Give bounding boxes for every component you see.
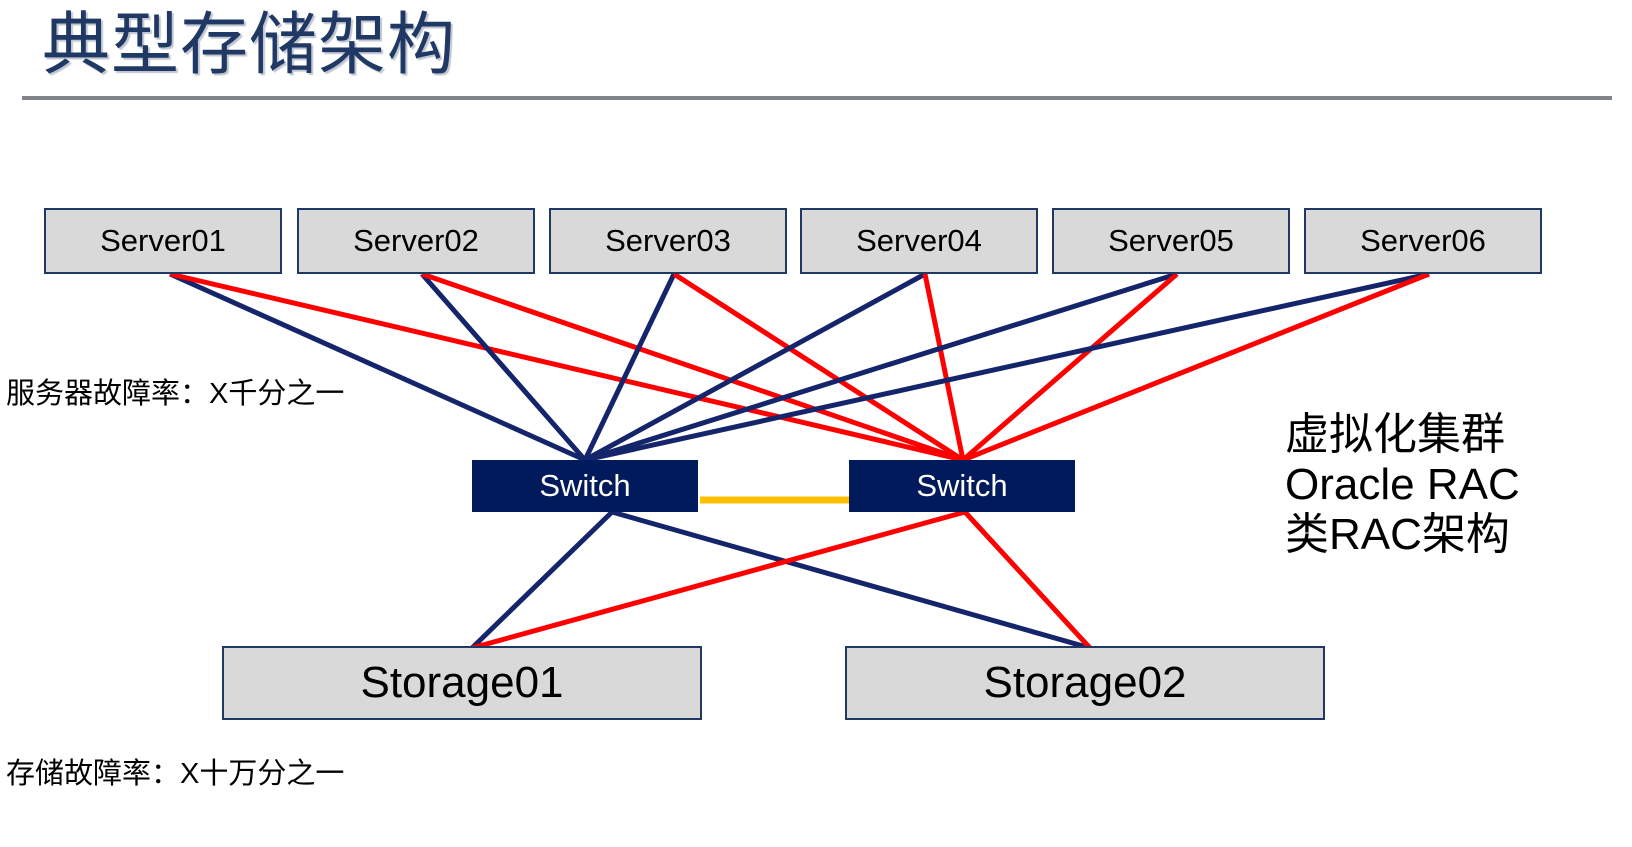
server-node-label: Server03 <box>605 223 731 258</box>
server-failure-rate-note: 服务器故障率：X千分之一 <box>6 378 345 410</box>
server-switch-link-6 <box>672 271 965 463</box>
server-node-label: Server01 <box>100 223 226 258</box>
server-node-6[interactable]: Server06 <box>1304 208 1542 274</box>
server-node-3[interactable]: Server03 <box>549 208 787 274</box>
server-node-1[interactable]: Server01 <box>44 208 282 274</box>
switch-storage-link-4 <box>963 510 1092 650</box>
server-switch-link-7 <box>583 271 927 463</box>
server-switch-link-3 <box>420 272 587 462</box>
storage-node-1[interactable]: Storage01 <box>222 646 702 720</box>
cluster-note-line-3: 类RAC架构 <box>1285 510 1510 559</box>
switch-storage-link-1 <box>470 510 614 650</box>
cluster-note-line-1: 虚拟化集群 <box>1285 410 1505 459</box>
server-node-label: Server04 <box>856 223 982 258</box>
switch-node-2[interactable]: Switch <box>849 460 1075 512</box>
switch-node-label: Switch <box>916 468 1008 503</box>
server-node-2[interactable]: Server02 <box>297 208 535 274</box>
server-node-4[interactable]: Server04 <box>800 208 1038 274</box>
server-switch-link-10 <box>961 272 1179 462</box>
storage-node-label: Storage01 <box>360 658 564 707</box>
server-node-label: Server02 <box>353 223 479 258</box>
server-switch-link-1 <box>168 271 587 463</box>
server-switch-link-8 <box>922 273 966 461</box>
storage-failure-rate-note: 存储故障率：X十万分之一 <box>6 758 345 790</box>
cluster-note-line-2: Oracle RAC <box>1285 460 1520 509</box>
server-switch-link-2 <box>169 271 964 463</box>
switch-node-label: Switch <box>539 468 631 503</box>
server-node-5[interactable]: Server05 <box>1052 208 1290 274</box>
server-switch-link-4 <box>421 271 964 463</box>
switch-storage-link-3 <box>471 509 966 651</box>
server-switch-link-5 <box>582 272 677 462</box>
page-title: 典型存储架构 <box>42 7 457 83</box>
storage-node-2[interactable]: Storage02 <box>845 646 1325 720</box>
server-node-label: Server06 <box>1360 223 1486 258</box>
server-switch-link-9 <box>584 271 1178 463</box>
title-divider <box>22 96 1612 100</box>
server-node-label: Server05 <box>1108 223 1234 258</box>
storage-node-label: Storage02 <box>983 658 1187 707</box>
server-switch-link-12 <box>962 271 1430 463</box>
switch-node-1[interactable]: Switch <box>472 460 698 512</box>
switch-storage-link-2 <box>611 509 1091 651</box>
server-switch-link-11 <box>584 271 1430 463</box>
